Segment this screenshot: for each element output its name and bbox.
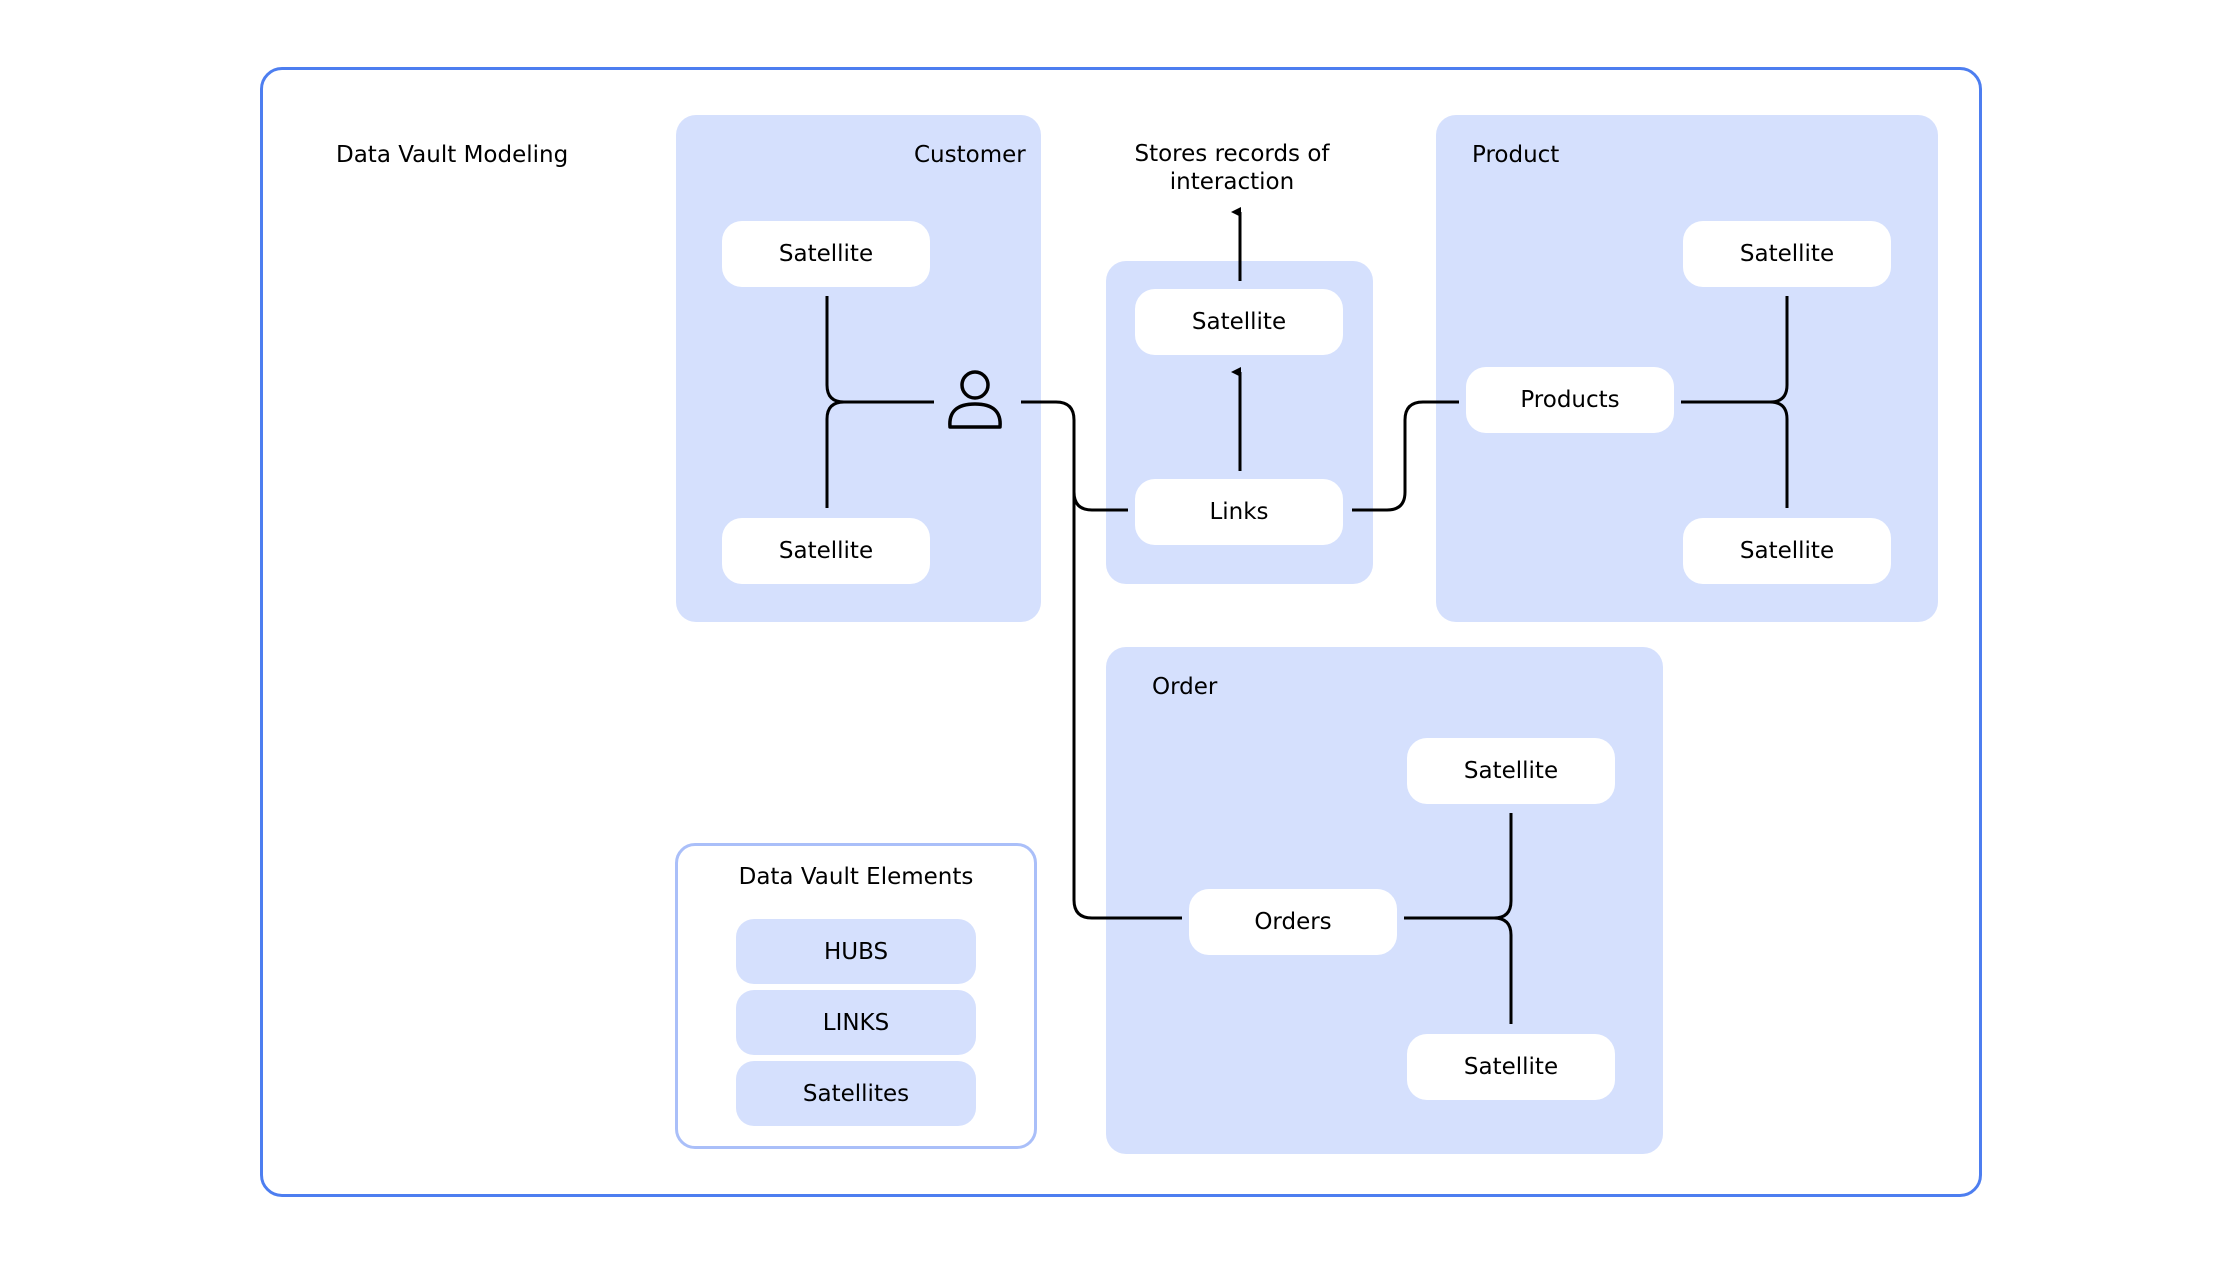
legend-box: Data Vault Elements HUBS LINKS Satellite… — [675, 843, 1037, 1149]
links-note: Stores records of interaction — [1134, 141, 1330, 195]
order-satellite-top: Satellite — [1407, 738, 1615, 804]
product-label: Product — [1472, 142, 1560, 168]
diagram-title: Data Vault Modeling — [336, 142, 569, 168]
order-satellites-connector — [1404, 813, 1513, 920]
order-satellite-bottom: Satellite — [1407, 1034, 1615, 1100]
user-to-links-connector — [1021, 400, 1128, 512]
product-satellites-connector — [1681, 296, 1789, 404]
customer-bottom-connector — [825, 400, 845, 508]
links-to-products-connector — [1352, 400, 1459, 512]
links-hub: Links — [1135, 479, 1343, 545]
product-satellite-bottom-connector — [1769, 400, 1789, 508]
diagram-frame — [260, 67, 1982, 1197]
legend-title: Data Vault Elements — [738, 864, 974, 890]
legend-item-hubs: HUBS — [736, 919, 976, 984]
legend-item-links: LINKS — [736, 990, 976, 1055]
customer-top-connector — [825, 296, 934, 404]
orders-hub: Orders — [1189, 889, 1397, 955]
legend-item-satellites: Satellites — [736, 1061, 976, 1126]
customer-satellite-top: Satellite — [722, 221, 930, 287]
product-satellite-top: Satellite — [1683, 221, 1891, 287]
order-label: Order — [1152, 674, 1218, 700]
order-satellite-bottom-connector — [1493, 916, 1513, 1024]
customer-label: Customer — [914, 142, 1026, 168]
links-satellite: Satellite — [1135, 289, 1343, 355]
product-satellite-bottom: Satellite — [1683, 518, 1891, 584]
products-hub: Products — [1466, 367, 1674, 433]
user-to-orders-connector — [1072, 492, 1182, 920]
customer-satellite-bottom: Satellite — [722, 518, 930, 584]
user-icon — [948, 370, 1002, 429]
